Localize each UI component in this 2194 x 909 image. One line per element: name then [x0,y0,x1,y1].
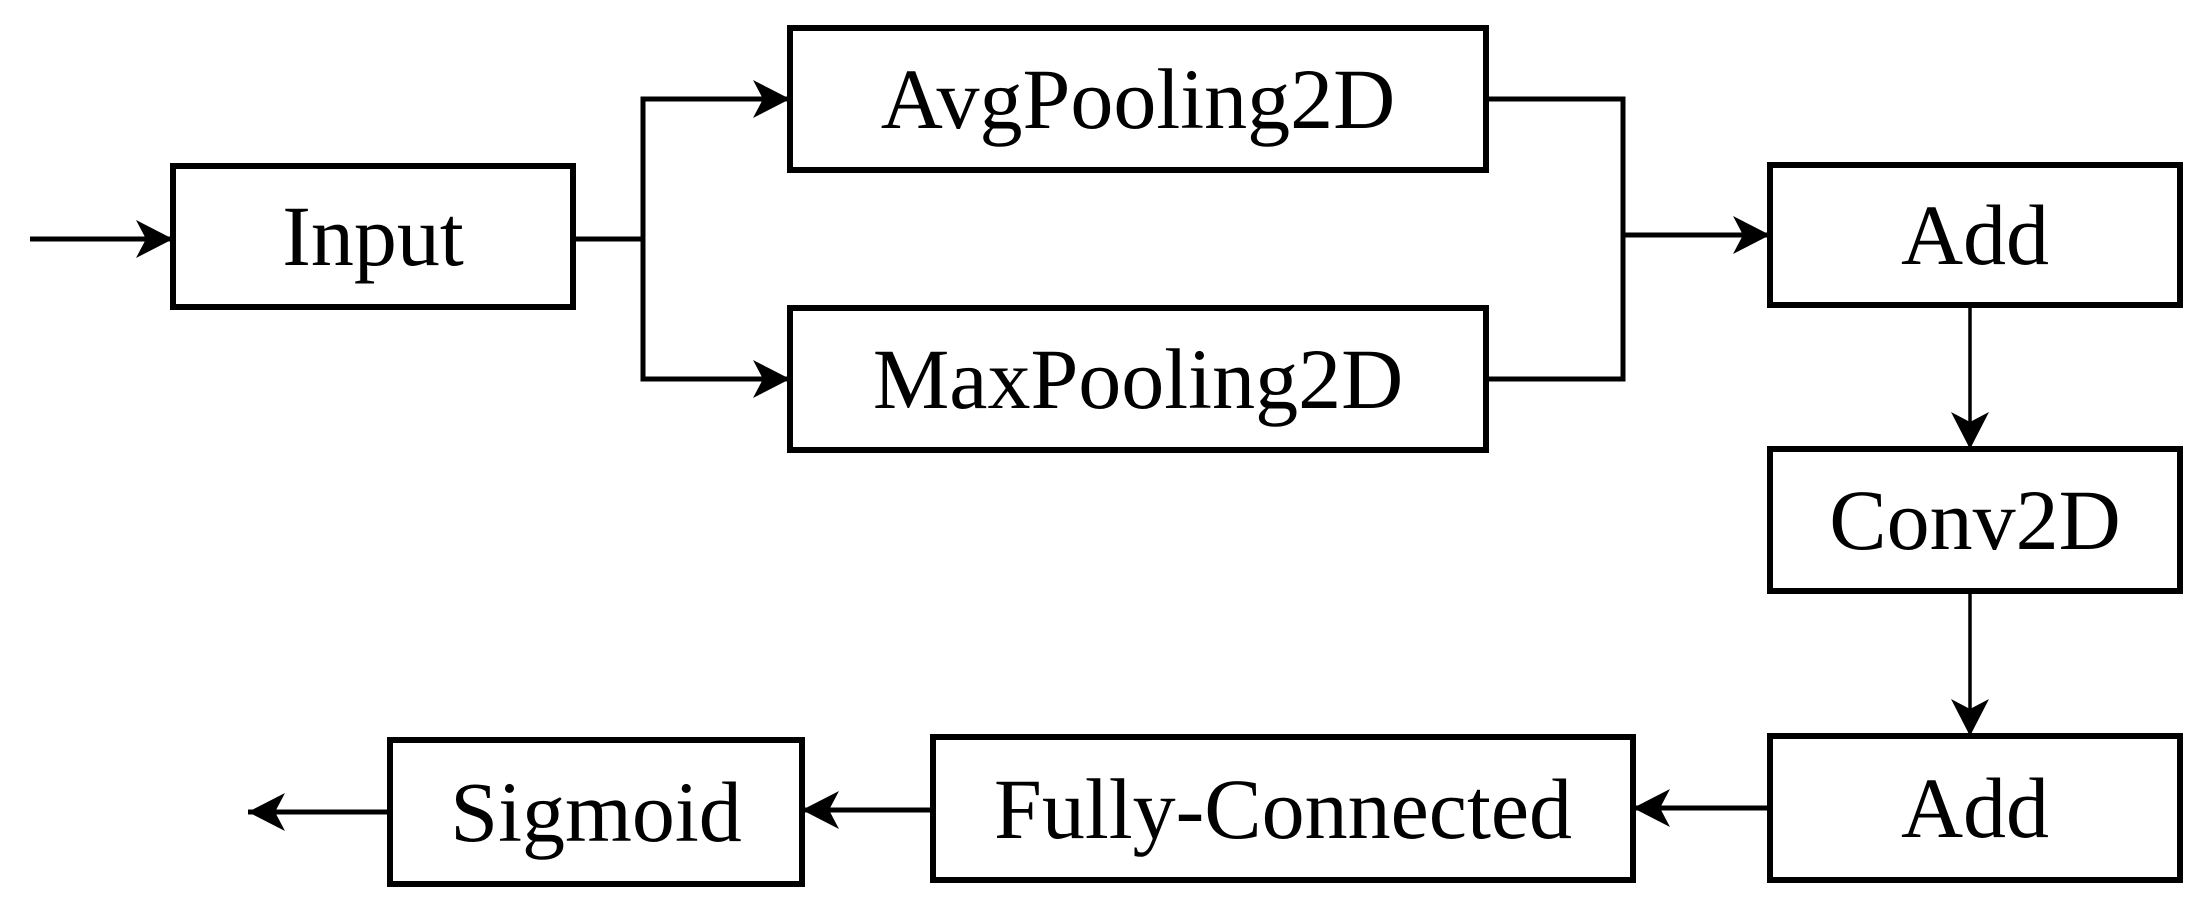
node-avg-pooling: AvgPooling2D [787,25,1489,173]
node-max-pooling-label: MaxPooling2D [873,331,1403,427]
node-add-bottom: Add [1767,733,2183,883]
node-fully-connected-label: Fully-Connected [994,761,1572,857]
node-add-top-box [1767,162,2183,308]
node-add-bottom-box [1767,733,2183,883]
node-input-label: Input [282,188,464,284]
node-conv2d: Conv2D [1767,446,2183,594]
node-input-box [170,163,576,310]
node-sigmoid: Sigmoid [387,737,805,887]
node-avg-pooling-label: AvgPooling2D [881,51,1395,147]
node-avg-pooling-box [787,25,1489,173]
node-fully-connected-box [930,734,1636,883]
node-conv2d-label: Conv2D [1829,472,2120,568]
node-sigmoid-box [387,737,805,887]
node-add-top-label: Add [1901,187,2049,283]
node-sigmoid-label: Sigmoid [450,764,742,860]
node-conv2d-box [1767,446,2183,594]
node-max-pooling-box [787,305,1489,453]
node-max-pooling: MaxPooling2D [787,305,1489,453]
node-fully-connected: Fully-Connected [930,734,1636,883]
node-input: Input [170,163,576,310]
node-add-bottom-label: Add [1901,760,2049,856]
node-add-top: Add [1767,162,2183,308]
